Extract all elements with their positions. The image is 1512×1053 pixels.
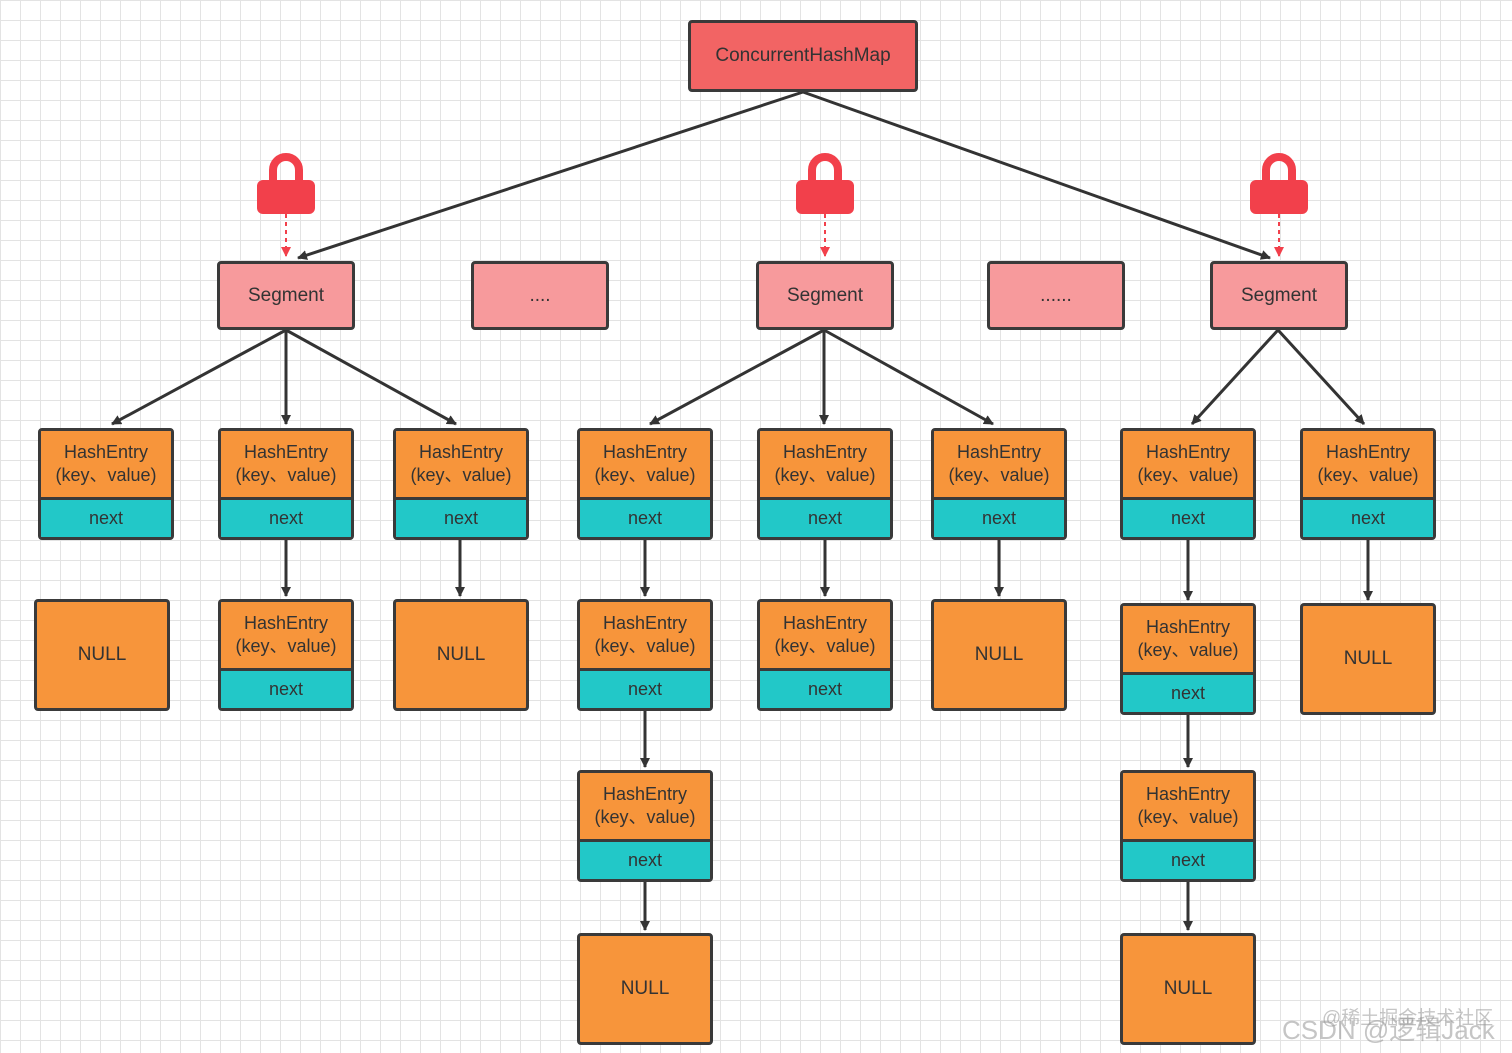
edge-root-seg5	[802, 90, 1271, 260]
lock-icon	[257, 153, 315, 214]
hashentry-node: HashEntry (key、value) next	[577, 770, 713, 882]
edge-seg3-e1	[649, 328, 825, 426]
next-pointer: next	[580, 839, 710, 879]
hashentry-kv: (key、value)	[594, 636, 696, 656]
segment-ellipsis-node: ......	[987, 261, 1125, 330]
null-node: NULL	[1120, 933, 1256, 1045]
hashentry-kv: (key、value)	[1137, 465, 1239, 485]
hashentry-title: HashEntry	[1145, 617, 1231, 637]
next-pointer: next	[41, 497, 171, 537]
hashentry-kv: (key、value)	[774, 636, 876, 656]
hashentry-kv: (key、value)	[1317, 465, 1419, 485]
segment-node: Segment	[756, 261, 894, 330]
hashentry-title: HashEntry	[602, 784, 688, 804]
next-pointer: next	[1303, 497, 1433, 537]
hashentry-kv: (key、value)	[1137, 807, 1239, 827]
next-pointer: next	[1123, 497, 1253, 537]
hashentry-title: HashEntry	[956, 442, 1042, 462]
hashentry-kv: (key、value)	[235, 465, 337, 485]
hashentry-node: HashEntry (key、value) next	[218, 428, 354, 540]
next-pointer: next	[760, 668, 890, 708]
hashentry-node: HashEntry (key、value) next	[38, 428, 174, 540]
next-pointer: next	[1123, 839, 1253, 879]
root-label: ConcurrentHashMap	[715, 45, 891, 66]
watermark-csdn: CSDN @逻辑Jack	[1282, 1015, 1495, 1045]
hashentry-title: HashEntry	[418, 442, 504, 462]
next-pointer: next	[396, 497, 526, 537]
null-node: NULL	[34, 599, 170, 711]
hashentry-title: HashEntry	[1145, 784, 1231, 804]
hashentry-title: HashEntry	[1325, 442, 1411, 462]
next-pointer: next	[580, 497, 710, 537]
segment-label: Segment	[247, 284, 325, 306]
hashentry-title: HashEntry	[602, 613, 688, 633]
hashentry-kv: (key、value)	[594, 465, 696, 485]
next-pointer: next	[221, 497, 351, 537]
hashentry-kv: (key、value)	[948, 465, 1050, 485]
segment-label: ......	[1040, 284, 1072, 306]
next-pointer: next	[1123, 672, 1253, 712]
hashentry-title: HashEntry	[602, 442, 688, 462]
hashentry-node: HashEntry (key、value) next	[1300, 428, 1436, 540]
segment-ellipsis-node: ....	[471, 261, 609, 330]
hashentry-kv: (key、value)	[410, 465, 512, 485]
hashentry-kv: (key、value)	[55, 465, 157, 485]
null-node: NULL	[393, 599, 529, 711]
watermark-juejin: @稀土掘金技术社区	[1322, 1008, 1494, 1029]
null-node: NULL	[577, 933, 713, 1045]
next-pointer: next	[221, 668, 351, 708]
hashentry-kv: (key、value)	[235, 636, 337, 656]
hashentry-node: HashEntry (key、value) next	[931, 428, 1067, 540]
hashentry-kv: (key、value)	[594, 807, 696, 827]
edge-seg5-e2	[1276, 328, 1366, 426]
segment-label: ....	[529, 284, 551, 306]
hashentry-title: HashEntry	[782, 613, 868, 633]
lock-icon	[1250, 153, 1308, 214]
lock-icon	[796, 153, 854, 214]
null-label: NULL	[620, 978, 670, 999]
edge-seg5-e1	[1190, 328, 1280, 426]
hashentry-node: HashEntry (key、value) next	[218, 599, 354, 711]
edge-seg1-e3	[285, 328, 457, 426]
null-node: NULL	[931, 599, 1067, 711]
null-node: NULL	[1300, 603, 1436, 715]
hashentry-title: HashEntry	[243, 442, 329, 462]
null-label: NULL	[1343, 648, 1393, 669]
edge-seg3-e3	[823, 328, 994, 426]
hashentry-node: HashEntry (key、value) next	[577, 428, 713, 540]
segment-node: Segment	[217, 261, 355, 330]
hashentry-kv: (key、value)	[774, 465, 876, 485]
next-pointer: next	[760, 497, 890, 537]
hashentry-node: HashEntry (key、value) next	[1120, 770, 1256, 882]
segment-node: Segment	[1210, 261, 1348, 330]
null-label: NULL	[1163, 978, 1213, 999]
hashentry-kv: (key、value)	[1137, 640, 1239, 660]
null-label: NULL	[77, 644, 127, 665]
edge-root-seg1	[297, 90, 804, 260]
hashentry-node: HashEntry (key、value) next	[393, 428, 529, 540]
hashentry-title: HashEntry	[782, 442, 868, 462]
null-label: NULL	[436, 644, 486, 665]
hashentry-title: HashEntry	[1145, 442, 1231, 462]
hashentry-node: HashEntry (key、value) next	[577, 599, 713, 711]
hashentry-node: HashEntry (key、value) next	[757, 599, 893, 711]
hashentry-title: HashEntry	[243, 613, 329, 633]
segment-label: Segment	[1240, 284, 1318, 306]
segment-label: Segment	[786, 284, 864, 306]
edge-seg1-e1	[111, 328, 287, 426]
hashentry-node: HashEntry (key、value) next	[757, 428, 893, 540]
hashentry-title: HashEntry	[63, 442, 149, 462]
next-pointer: next	[580, 668, 710, 708]
concurrenthashmap-node: ConcurrentHashMap	[688, 20, 918, 92]
hashentry-node: HashEntry (key、value) next	[1120, 428, 1256, 540]
next-pointer: next	[934, 497, 1064, 537]
hashentry-node: HashEntry (key、value) next	[1120, 603, 1256, 715]
null-label: NULL	[974, 644, 1024, 665]
